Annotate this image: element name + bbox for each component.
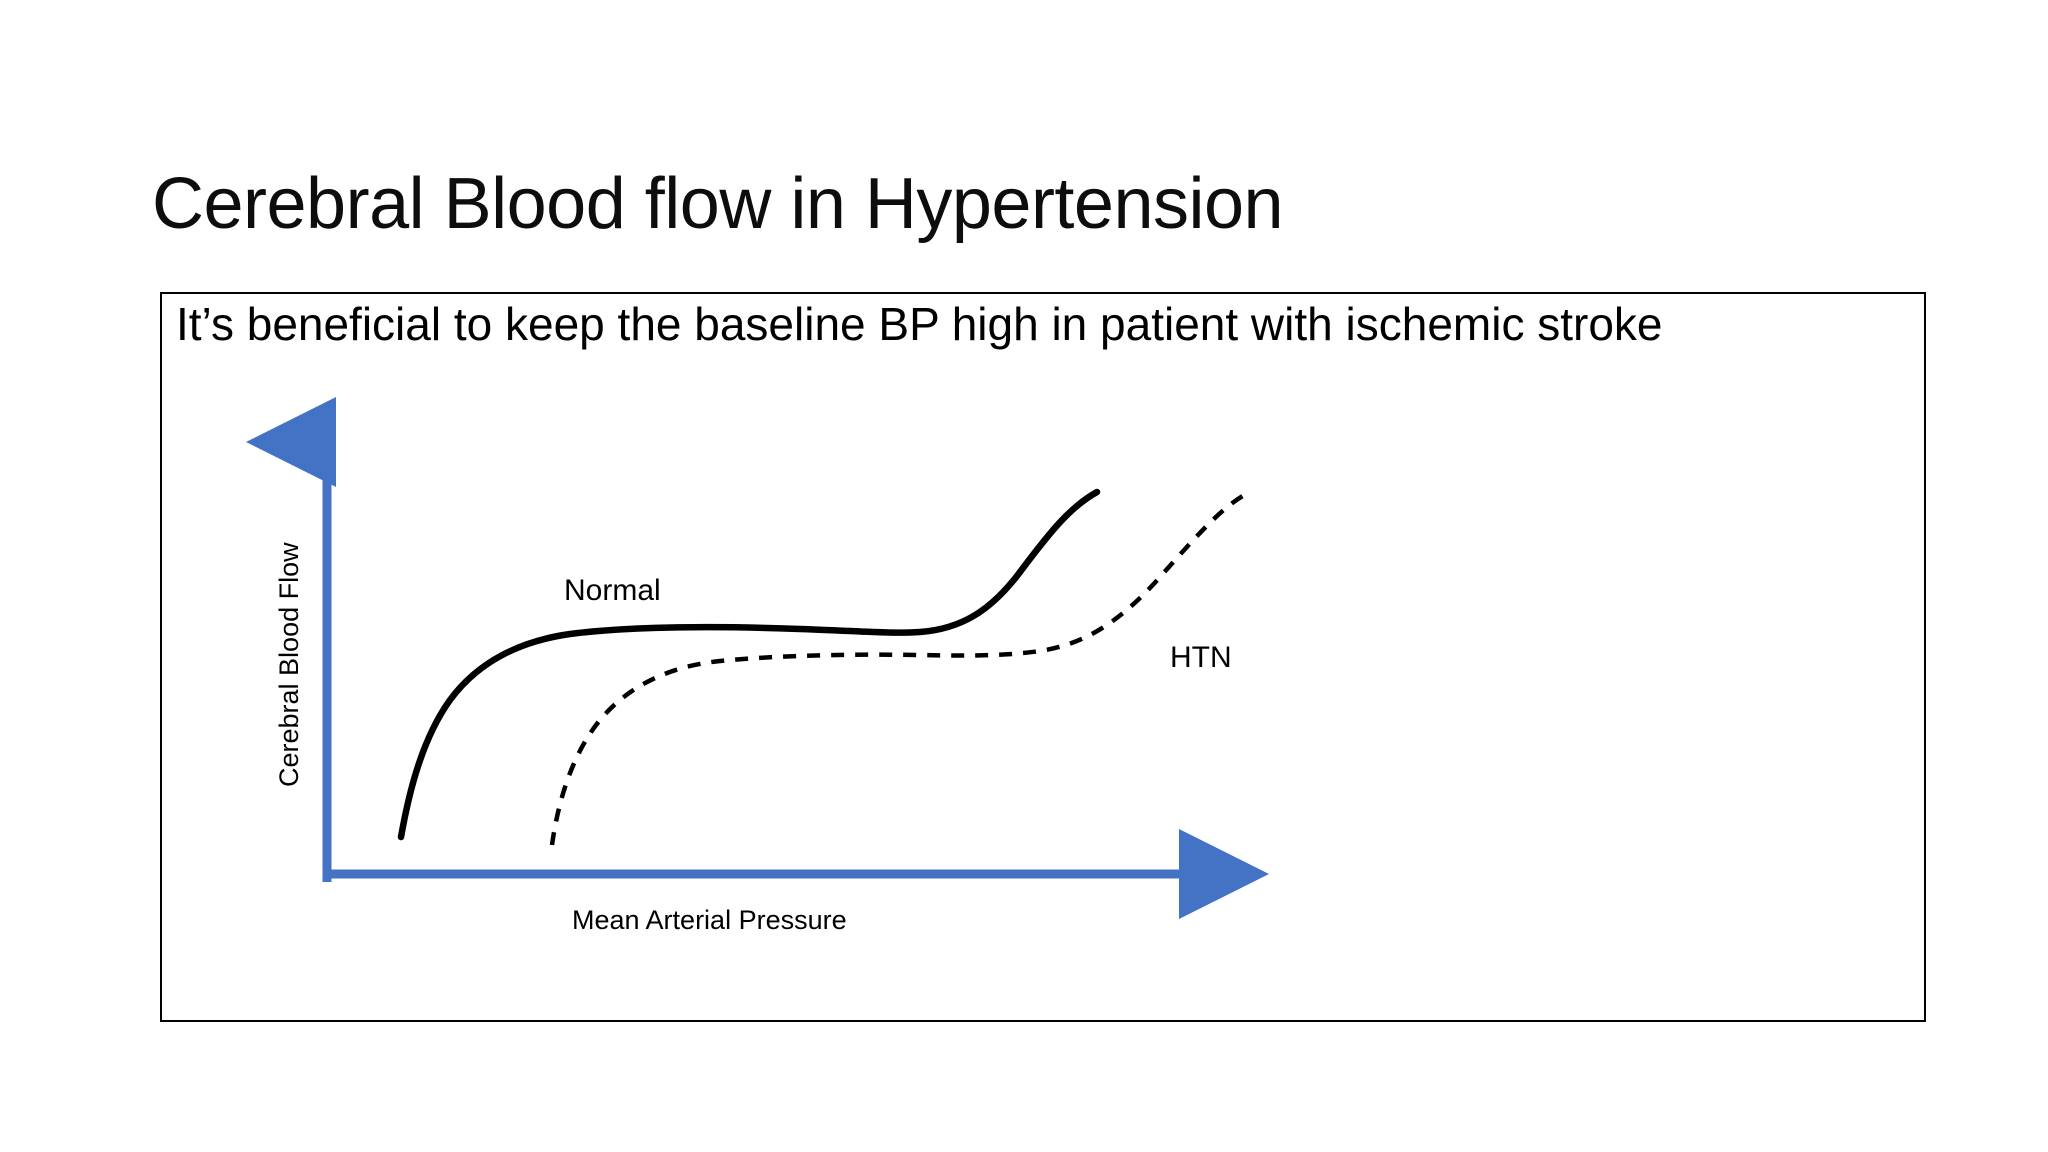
body-text: It’s beneficial to keep the baseline BP … [176, 298, 1663, 350]
htn-curve [549, 489, 1251, 846]
page-title: Cerebral Blood flow in Hypertension [152, 164, 1284, 245]
content-box [160, 292, 1926, 1022]
htn-curve-label: HTN [1170, 641, 1232, 674]
x-axis-label: Mean Arterial Pressure [572, 905, 847, 935]
normal-curve [397, 488, 1101, 841]
y-axis-label: Cerebral Blood Flow [274, 542, 304, 787]
normal-curve-label: Normal [564, 574, 661, 607]
autoregulation-chart: Cerebral Blood Flow Mean Arterial Pressu… [160, 292, 1926, 1022]
